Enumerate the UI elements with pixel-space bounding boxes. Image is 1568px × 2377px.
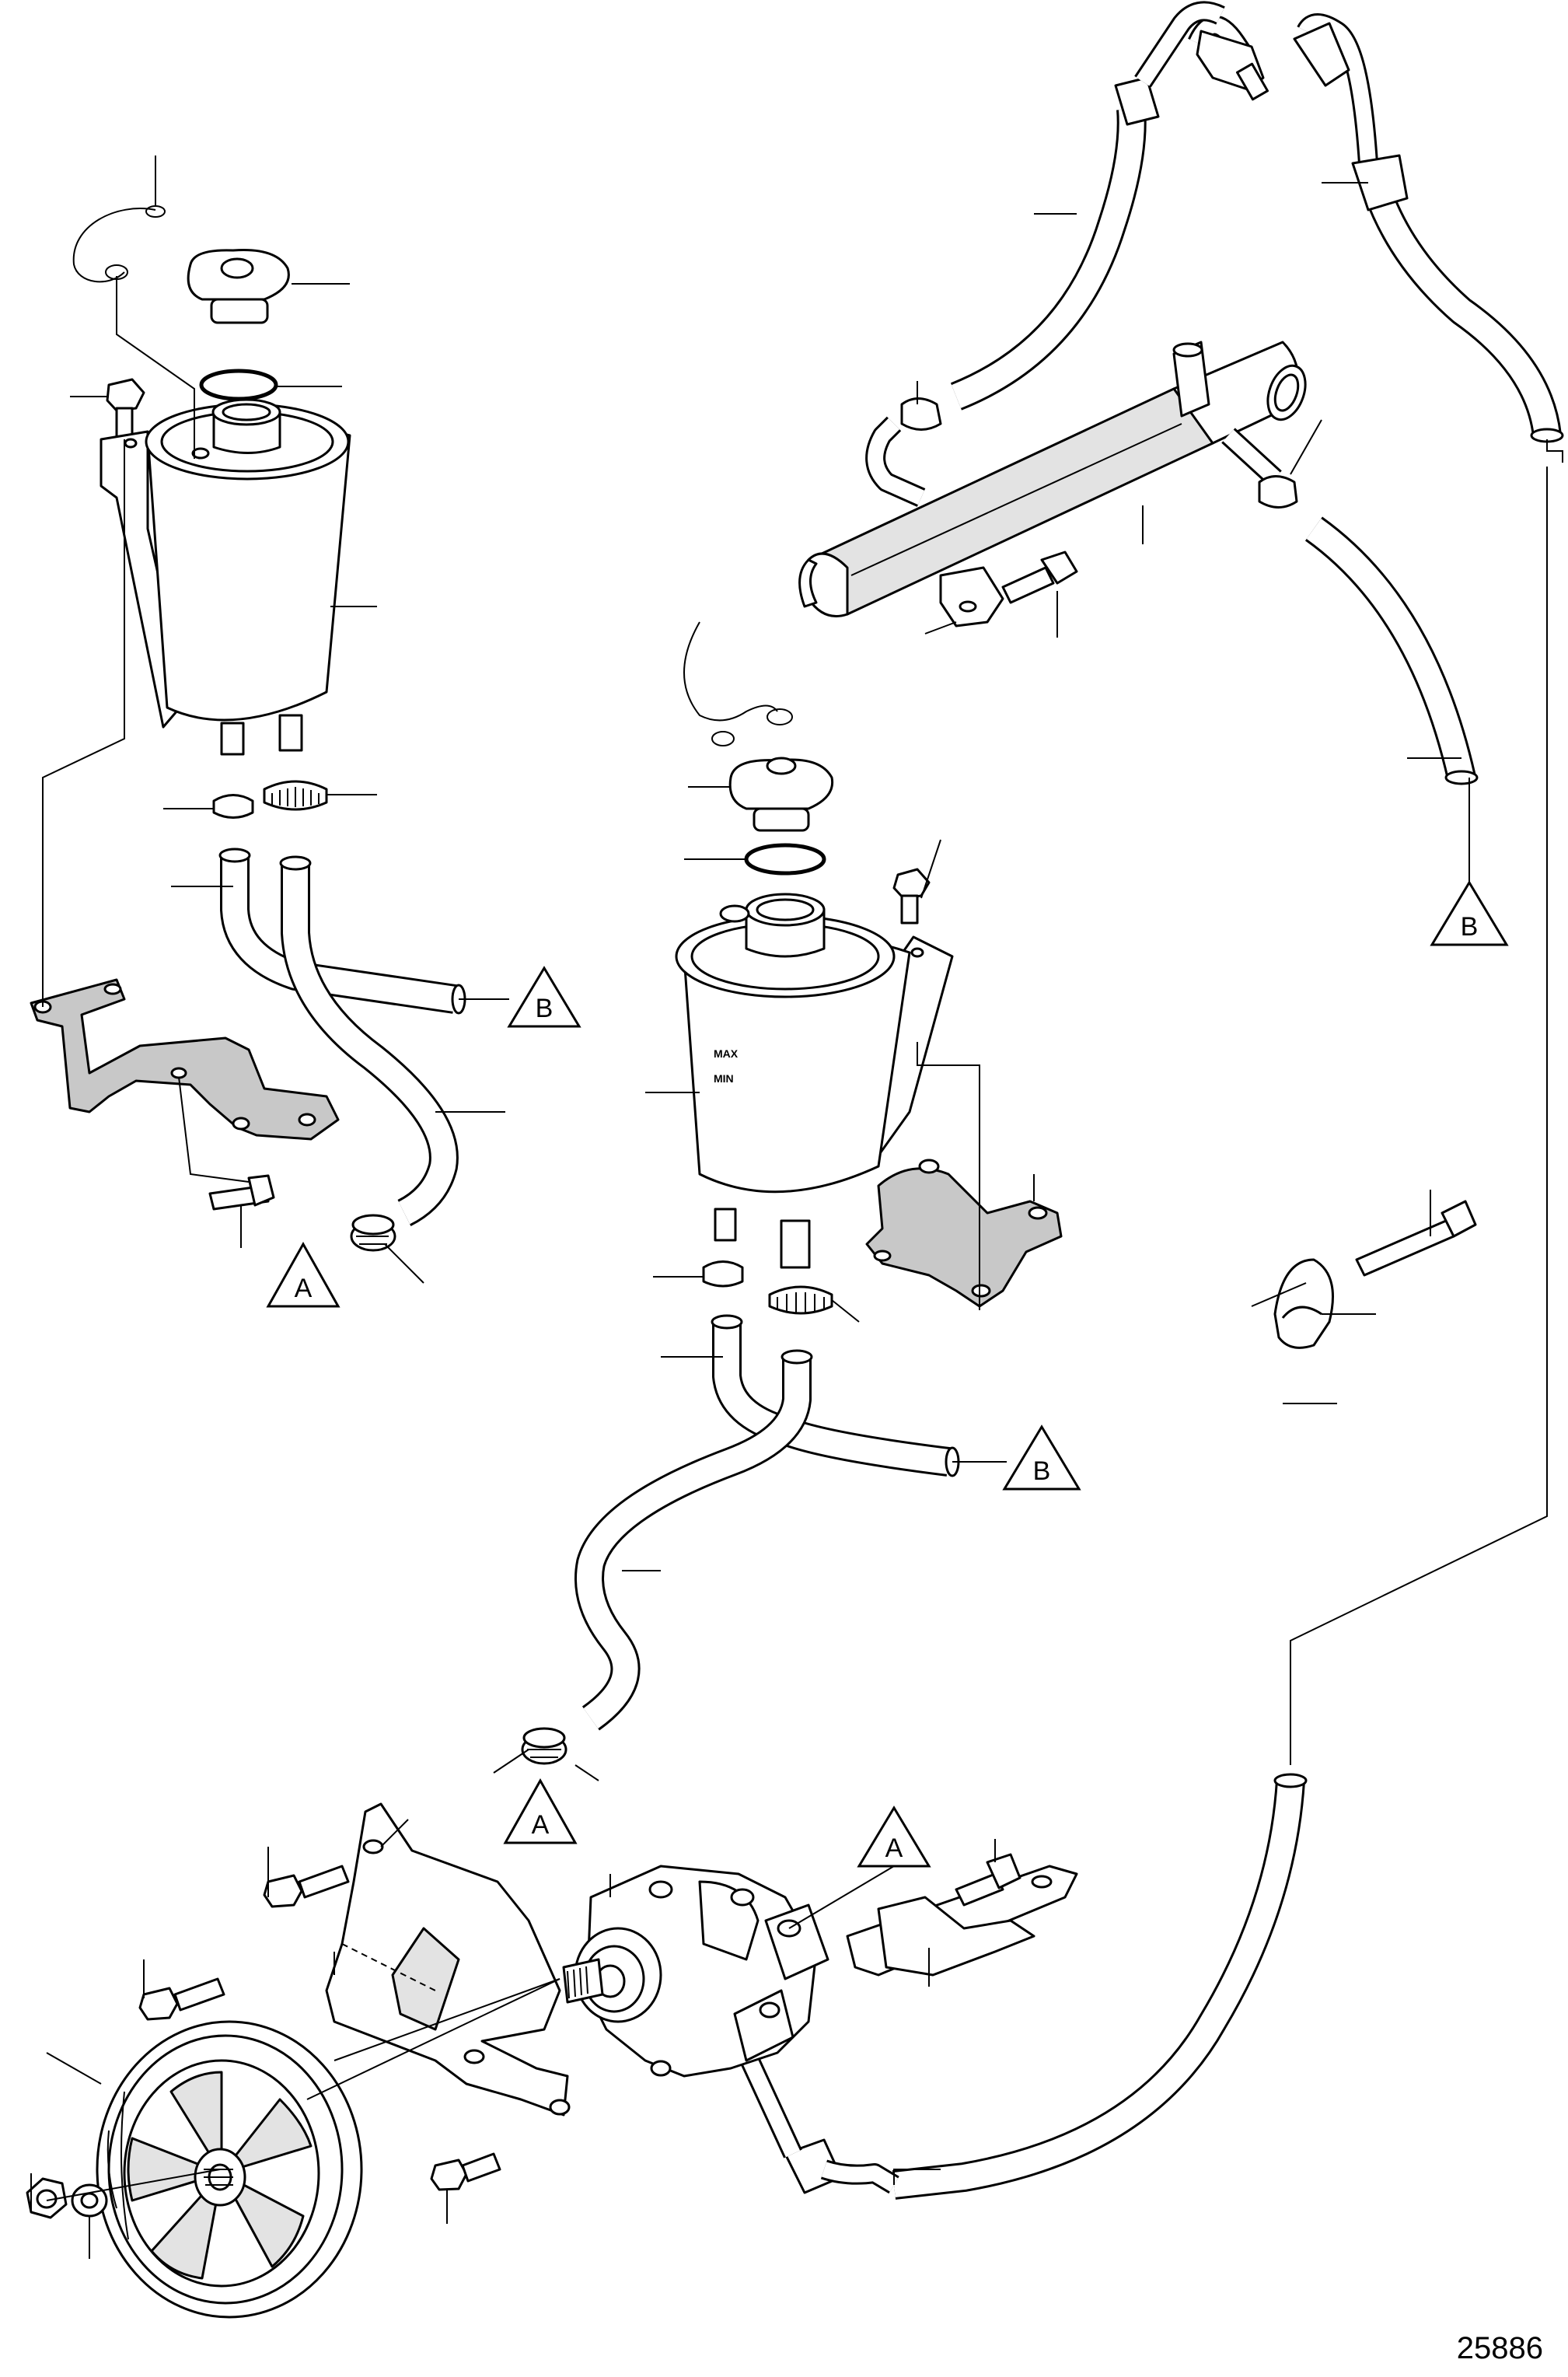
center-hose-clamp-large (768, 1285, 833, 1315)
cooler-return-hose (1304, 516, 1479, 785)
svg-text:A: A (295, 1274, 313, 1303)
bracket-bolt-middle (138, 1977, 225, 2021)
drawing-reference-number: 25886 (1456, 2331, 1543, 2365)
clip-leader-lines (1251, 1190, 1431, 1404)
pump-mounting-bracket (325, 1802, 571, 2117)
center-hose-clamp-small (702, 1260, 744, 1288)
right-marker-b-top: B (1430, 880, 1509, 946)
rear-bracket-bolt (955, 1853, 1021, 1907)
left-reservoir (100, 398, 351, 756)
center-supply-hose (574, 1349, 813, 1731)
center-marker-a: A (503, 1778, 578, 1844)
svg-text:B: B (536, 994, 554, 1023)
left-hose-clamp-small (212, 794, 254, 819)
svg-text:B: B (1033, 1456, 1051, 1486)
left-return-hose (279, 855, 459, 1226)
long-bolt (1355, 1200, 1477, 1277)
left-leader-lines (42, 156, 509, 1284)
left-reservoir-bracket (30, 978, 340, 1141)
high-pressure-hose-upper (950, 1, 1269, 411)
pump-pulley (96, 2020, 363, 2319)
center-marker-b: B (1002, 1424, 1081, 1491)
left-o-ring (199, 369, 278, 401)
pressure-hose-lower (737, 1773, 1308, 2200)
center-o-ring (744, 843, 826, 876)
left-reservoir-assembly: B A (30, 205, 581, 1308)
power-steering-pump (562, 1865, 829, 2078)
cooler-hose-clamp-left (900, 397, 942, 431)
center-reservoir-bracket (865, 1159, 1063, 1308)
cooler-leader-lines (917, 182, 1563, 883)
cooler-bracket-bolt (1001, 551, 1078, 604)
svg-text:A: A (532, 1810, 550, 1840)
svg-text:MAX: MAX (714, 1047, 739, 1060)
center-filler-cap (728, 757, 834, 832)
center-reservoir-bolt (892, 868, 931, 925)
left-hose-clamp-large (263, 780, 328, 811)
svg-text:MIN: MIN (714, 1072, 734, 1085)
return-hose-upper (1293, 13, 1564, 443)
hose-clip (1273, 1258, 1334, 1349)
bracket-bolt-top (263, 1865, 350, 1908)
svg-text:A: A (885, 1833, 903, 1863)
hose-clip-assembly (1273, 1200, 1477, 1349)
center-reservoir: MAX MIN (675, 893, 954, 1269)
center-retaining-wire (683, 621, 778, 722)
center-reservoir-assembly: MAX MIN (503, 621, 1081, 1844)
shaft-alignment-line (306, 1978, 560, 2100)
left-marker-b: B (507, 966, 581, 1028)
pump-assembly: A (26, 467, 1548, 2319)
center-pump-hose-clamp (521, 1727, 567, 1765)
pump-rear-bracket (846, 1865, 1078, 1977)
bracket-bolt-bottom (430, 2152, 501, 2191)
cooler-bracket (939, 566, 1004, 627)
left-marker-a: A (266, 1241, 340, 1308)
pulley-washer (71, 2183, 108, 2218)
cooler-assembly: B (798, 1, 1564, 946)
lower-marker-a: A (857, 1805, 931, 1868)
left-bracket-bolt (208, 1174, 275, 1211)
left-retaining-wire (72, 208, 156, 283)
left-pump-hose-clamp (350, 1214, 396, 1252)
left-filler-cap (187, 249, 290, 324)
left-supply-hose (218, 848, 466, 1015)
center-leader-lines (493, 786, 1035, 1781)
pump-leader-lines (30, 1819, 996, 2259)
cooler-hose-clamp-right (1258, 475, 1298, 509)
left-reservoir-bolt (106, 378, 145, 441)
svg-text:B: B (1461, 912, 1479, 942)
oil-cooler-tube (798, 341, 1307, 617)
